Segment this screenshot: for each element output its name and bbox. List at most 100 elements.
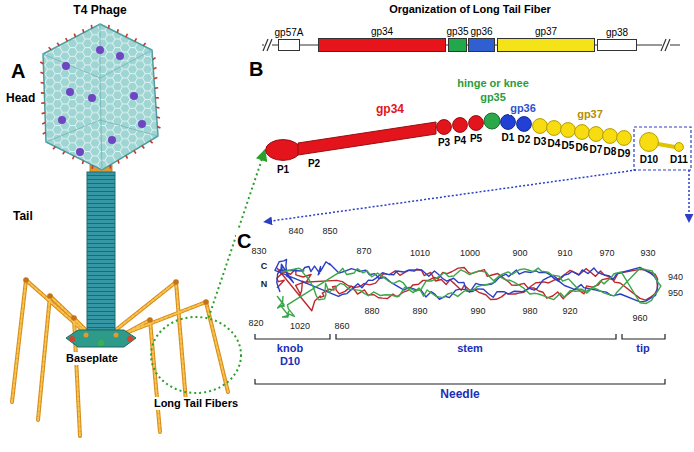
domain-name: D5 — [561, 140, 576, 152]
capsid-protein-spike — [57, 43, 59, 46]
domain-circle: D5 — [560, 122, 576, 138]
residue-number: 840 — [287, 226, 304, 236]
capsid-protein-spike — [156, 107, 159, 109]
capsid-protein-spike — [41, 92, 44, 94]
node-shape — [574, 124, 590, 140]
long-tail-fiber — [118, 302, 228, 392]
domain-shape — [501, 115, 516, 130]
node-shape — [532, 118, 548, 134]
region-label: Needle — [439, 388, 480, 402]
node-shape — [436, 119, 452, 135]
residue-number: 890 — [411, 306, 428, 316]
capsid-protein-spike — [42, 122, 45, 123]
terminus-label: C — [260, 261, 269, 271]
capsid-protein-spike — [153, 58, 156, 60]
node-shape — [448, 38, 467, 52]
capsid-protein-spike — [117, 160, 120, 163]
capsid-protein-spike — [40, 25, 160, 169]
residue-number: 980 — [521, 306, 538, 316]
phage-head — [43, 24, 158, 170]
domain-circle: D11 — [674, 142, 684, 152]
fiber-knee — [173, 279, 179, 285]
gene-box: gp57A — [278, 39, 300, 51]
domain-name: D3 — [533, 136, 548, 148]
phage-baseplate — [69, 336, 75, 342]
domain-shape — [617, 131, 632, 146]
hoc-protein — [58, 116, 66, 124]
hoc-protein — [116, 52, 124, 60]
domain-circle: D4 — [546, 120, 562, 136]
hoc-protein — [138, 120, 146, 128]
gene-box: gp35 — [448, 38, 467, 52]
node-shape — [452, 117, 468, 133]
gene-box: gp38 — [597, 39, 637, 51]
node-shape — [278, 39, 300, 51]
zoom-box — [634, 127, 691, 170]
node-shape — [318, 38, 446, 52]
gene-name: gp35 — [445, 26, 469, 38]
node-shape — [150, 316, 242, 394]
phage-tail — [87, 172, 115, 330]
domain-name: P3 — [437, 137, 451, 149]
capsid-protein-spike — [41, 82, 44, 84]
figure-part-label: Baseplate — [65, 352, 119, 365]
panel-heading: Organization of Long Tail Fiber — [388, 3, 552, 16]
residue-number: 870 — [355, 246, 372, 256]
domain-shape — [469, 116, 484, 131]
node-shape — [588, 126, 604, 142]
protein-label: gp35 — [479, 91, 507, 104]
domain-circle: D9 — [616, 130, 632, 146]
capsid-protein-spike — [40, 62, 43, 64]
region-bracket — [336, 334, 616, 339]
capsid-protein-spike — [40, 72, 43, 73]
residue-number: 880 — [363, 306, 380, 316]
fiber-knee — [47, 293, 53, 299]
capsid-protein-spike — [135, 38, 137, 41]
residue-number: 860 — [333, 321, 350, 331]
hoc-protein — [66, 88, 74, 96]
domain-name: P5 — [469, 133, 483, 145]
node-shape — [500, 114, 516, 130]
node-shape — [602, 128, 618, 144]
figure-part-label: Tail — [12, 210, 34, 224]
fiber-knee — [23, 277, 209, 323]
hoc-protein — [88, 94, 96, 102]
zoom-leader — [264, 170, 636, 222]
domain-shape — [533, 119, 548, 134]
capsid-protein-spike — [73, 156, 74, 159]
phage-baseplate — [98, 340, 104, 346]
gene-box: gp36 — [468, 38, 495, 52]
node-shape — [516, 116, 532, 132]
capsid-protein-spike — [134, 151, 136, 154]
node-shape — [546, 120, 562, 136]
gene-map — [662, 39, 670, 51]
domain-shape — [561, 123, 576, 138]
residue-number: 850 — [321, 226, 338, 236]
phage-baseplate — [114, 333, 119, 338]
domain-name: D1 — [501, 132, 516, 144]
domain-circle: D8 — [602, 128, 618, 144]
node-shape — [468, 38, 495, 52]
capsid-protein-spike — [157, 126, 160, 128]
capsid-protein-spike — [157, 117, 160, 118]
region-bracket — [255, 379, 665, 384]
needle-shaft — [658, 144, 675, 147]
domain-name: Long Tail Fibers — [153, 397, 239, 410]
capsid-protein-spike — [126, 34, 127, 37]
domain-rod: P2 — [294, 120, 438, 156]
domain-circle: D2 — [516, 116, 532, 132]
domain-circle: D3 — [532, 118, 548, 134]
gene-bar — [469, 39, 495, 52]
domain-name: D8 — [603, 146, 618, 158]
phage-baseplate — [127, 336, 133, 342]
domain-shape — [675, 143, 684, 152]
gene-bar — [279, 40, 300, 51]
node-shape — [468, 115, 484, 131]
residue-number: 920 — [561, 306, 578, 316]
gene-name: gp37 — [534, 26, 558, 38]
capsid-protein-spike — [42, 112, 45, 115]
domain-name: P4 — [453, 135, 467, 147]
domain-name: D9 — [617, 148, 632, 160]
